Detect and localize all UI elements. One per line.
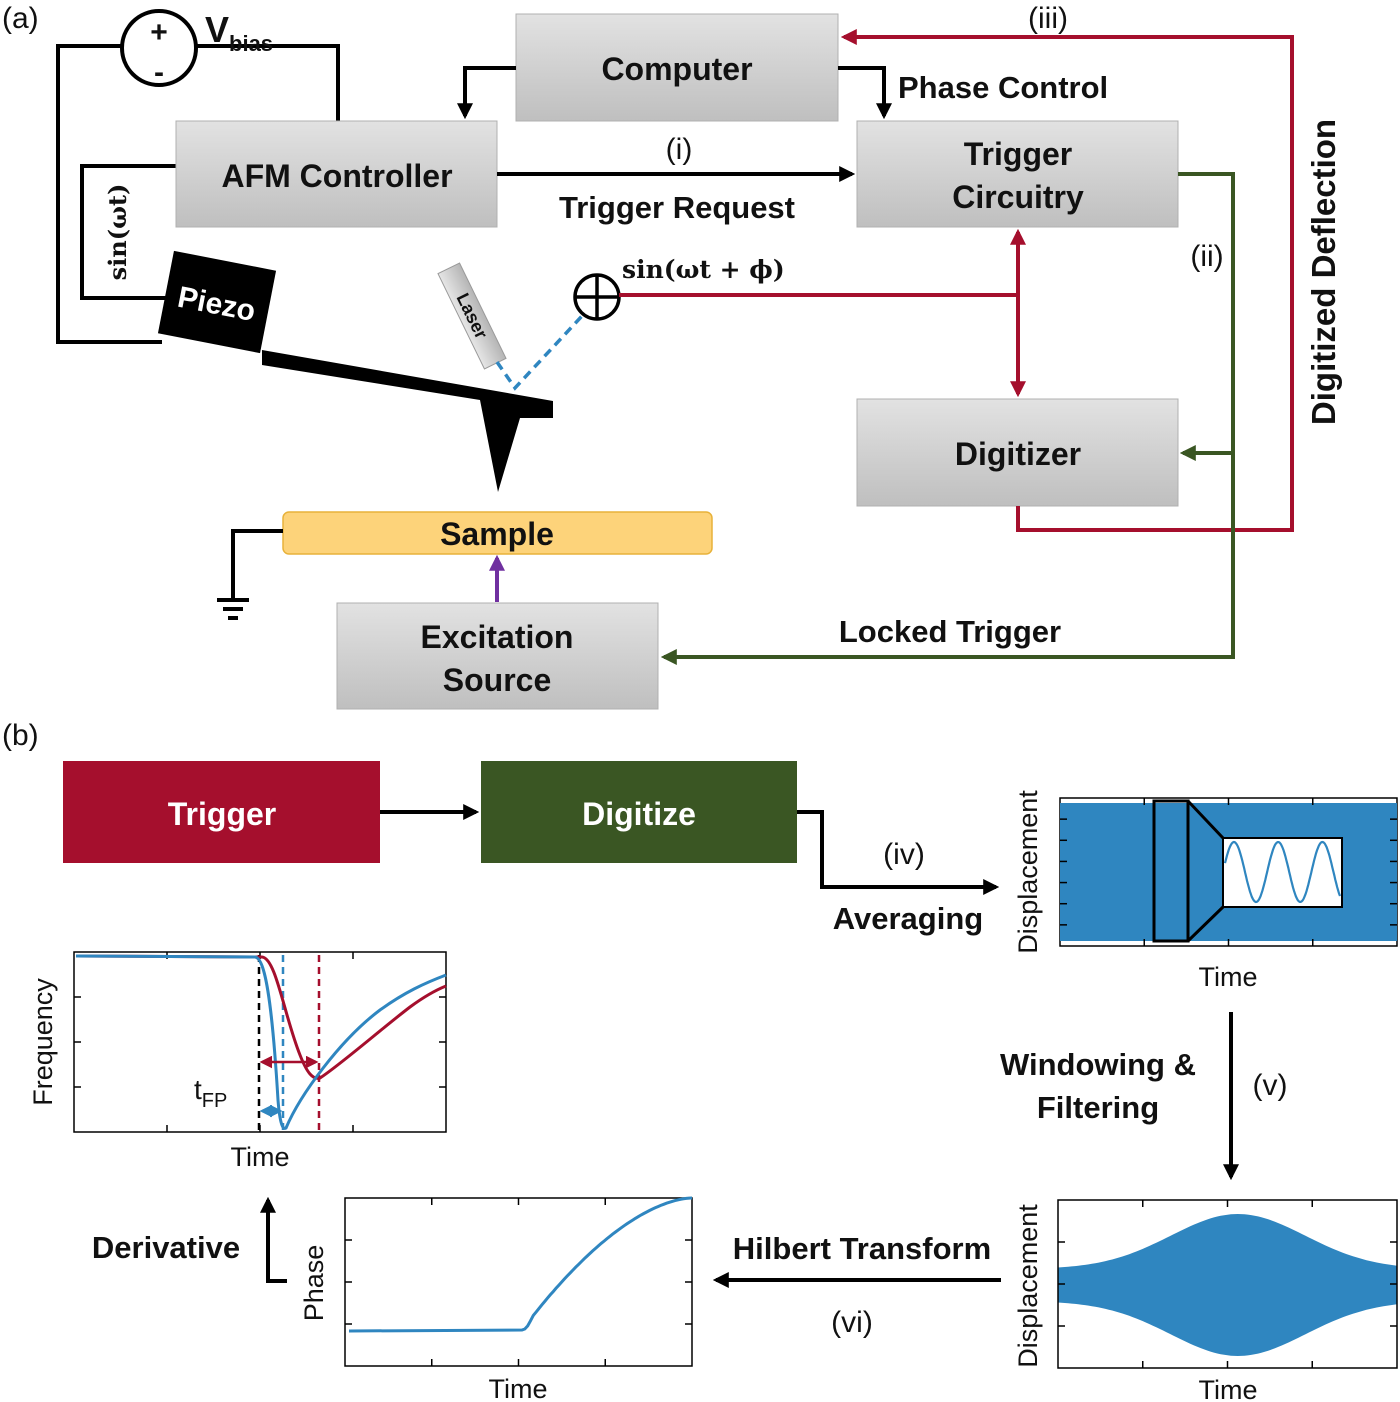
mixed-signal-label: sin(ωt + ϕ) [622,255,785,284]
sample-label: Sample [440,516,554,552]
windowed-displacement-plot: Time Displacement [1013,1199,1398,1402]
hilbert-label: Hilbert Transform [733,1231,991,1266]
averaged-displacement-plot: Time Displacement [1013,790,1398,992]
digitized-deflection-arrow [840,29,1294,532]
phase-plot: Time Phase [299,1196,693,1402]
cantilever-tip [262,350,553,492]
excitation-source-label-line1: Excitation [421,619,574,655]
digitize-step-box [481,761,797,863]
avg-plot-xlabel: Time [1199,962,1258,992]
zoom-line-top [1186,799,1225,840]
digitized-deflection-label: Digitized Deflection [1305,119,1342,425]
phase-plot-ylabel: Phase [299,1245,329,1322]
step-v-label: (v) [1253,1069,1288,1102]
frequency-curve-red [75,954,447,1080]
frequency-curve-blue [75,954,447,1130]
panel-a-label: (a) [2,2,39,35]
tfp-label: tFP [194,1074,227,1112]
step-iii-label: (iii) [1028,2,1068,35]
win-plot-ticks [1058,1200,1397,1368]
inset-sine-wave [1223,840,1342,904]
frequency-plot-xlabel: Time [231,1142,290,1172]
bias-voltage-label: Vbias [205,9,273,56]
excitation-source-box [336,602,659,710]
averaging-arrow [797,810,1000,895]
trigger-step-label: Trigger [168,796,276,832]
win-plot-xlabel: Time [1199,1375,1258,1402]
avg-plot-ticks [1060,798,1397,946]
laser-beam [495,300,597,391]
locked-trigger-arrow [660,172,1235,665]
trigger-circuitry-label-line2: Circuitry [952,179,1084,215]
windowing-label-line2: Filtering [1037,1090,1159,1125]
derivative-arrow [260,1196,287,1283]
laser-source: Laser [437,262,507,370]
digitizer-label: Digitizer [955,436,1081,472]
summing-junction-icon [573,273,621,321]
computer-to-afm-arrow [457,66,516,120]
phase-plot-ticks [345,1198,692,1366]
excitation-source-label-line2: Source [443,662,551,698]
drive-wire [80,164,176,300]
digitize-step-label: Digitize [582,796,696,832]
step-iv-label: (iv) [883,838,925,871]
windowed-signal-envelope [1058,1214,1397,1356]
averaging-label: Averaging [833,901,983,936]
step-ii-label: (ii) [1190,240,1223,273]
frequency-plot-ylabel: Frequency [28,978,58,1106]
piezo-block: Piezo [157,250,277,354]
derivative-label: Derivative [92,1230,240,1265]
bias-plus-sign: + [150,16,168,49]
phase-control-label: Phase Control [898,70,1108,105]
windowing-label-line1: Windowing & [1000,1047,1196,1082]
zoom-window [1152,799,1190,943]
frequency-plot: tFP Time Frequency [28,951,447,1172]
phase-plot-frame [344,1197,693,1367]
zoom-line-bottom [1186,905,1225,943]
phase-control-arrow [838,66,892,120]
win-plot-ylabel: Displacement [1013,1204,1043,1368]
bias-minus-sign: - [154,56,164,89]
step-vi-label: (vi) [831,1306,873,1339]
bias-circuit: + - Vbias [56,9,340,344]
locked-trigger-label: Locked Trigger [839,614,1061,649]
ground-icon [217,529,283,620]
step-i-label: (i) [666,133,693,166]
trigger-circuitry-box [856,120,1179,228]
voltage-source-icon [120,9,198,87]
phase-plot-xlabel: Time [489,1374,548,1402]
digitizer-box [856,398,1179,507]
avg-plot-ylabel: Displacement [1013,790,1043,954]
drive-signal-label: sin(ωt) [103,184,132,281]
trigger-request-label: Trigger Request [559,190,795,225]
trigger-step-box [63,761,380,863]
trigger-circuitry-label-line1: Trigger [964,136,1072,172]
computer-label: Computer [601,51,752,87]
phase-curve [348,1196,693,1333]
panel-b-label: (b) [2,719,39,752]
afm-controller-label: AFM Controller [221,158,452,194]
